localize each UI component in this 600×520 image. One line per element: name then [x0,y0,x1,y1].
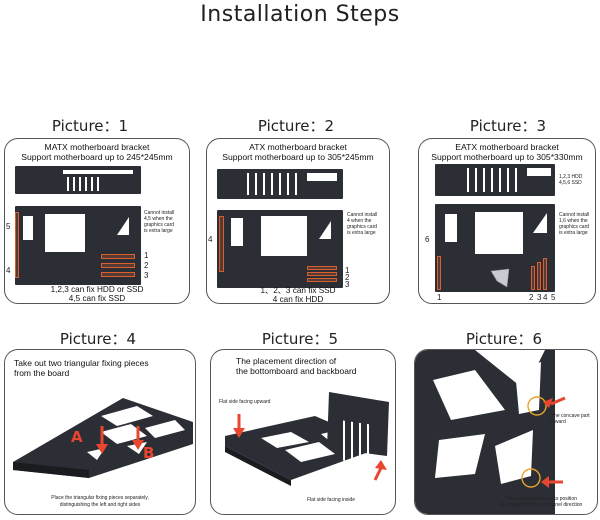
picture-3-number-5: 5 [551,293,556,302]
picture-2-caption-1: 1、2、3 can fix SSD [260,286,336,295]
picture-1-line-2: Support motherboard up to 245*245mm [21,152,173,162]
picture-6-label-2: inward [551,419,566,425]
triangle-cutout [117,217,129,235]
picture-3-note-4: is extra large [559,230,588,236]
picture-3-note-3: graphics card [559,224,590,230]
picture-4-caption-2: distinguishing the left and right sides [59,502,141,508]
picture-3-number-4: 4 [543,293,548,302]
picture-1-number-3: 3 [144,271,149,280]
board-illustration [225,392,389,486]
picture-3-line-1: EATX motherboard bracket [455,142,559,152]
picture-6-label-1: The concave part [551,413,590,419]
picture-1-line-1: MATX motherboard bracket [44,142,150,152]
motherboard-plate [15,206,141,285]
triangle-cutout [533,213,547,233]
picture-1-note-1: Cannot install [144,210,175,216]
picture-5-title: Picture：5 [261,330,339,348]
picture-3-line-2: Support motherboard up to 305*330mm [431,152,583,162]
picture-6-title: Picture：6 [465,330,543,348]
back-plate [217,169,343,199]
picture-2-note-1: Cannot install [347,212,378,218]
frame-illustration [415,350,566,514]
picture-1-note-4: is extra large [144,228,173,234]
picture-3-number-6: 6 [425,235,430,244]
back-plate [15,166,141,194]
picture-1-note-3: graphics card [144,222,175,228]
triangle-cutout [319,221,331,239]
page-title: Installation Steps [200,2,400,27]
picture-1-title: Picture：1 [51,117,129,135]
back-plate [435,164,555,196]
picture-5-line-2: the bottomboard and backboard [236,366,357,376]
picture-3-number-2: 2 [529,293,534,302]
picture-3-number-3: 3 [537,293,542,302]
motherboard-plate [217,210,343,288]
picture-3-title: Picture：3 [469,117,547,135]
picture-1-note-2: 4,5 when the [144,216,173,222]
picture-5-card: The placement direction of the bottomboa… [210,349,396,515]
picture-3-number-1: 1 [437,293,442,302]
picture-5-label-top: Flat side facing upward [219,399,271,405]
picture-2-card: ATX motherboard bracket Support motherbo… [206,138,390,304]
picture-2-number-2: 2 [345,273,350,282]
letter-a-label: A [71,428,83,446]
picture-1-card: MATX motherboard bracket Support motherb… [4,138,190,304]
picture-2-number-3: 3 [345,280,350,289]
picture-1-number-1: 1 [144,251,149,260]
picture-5-line-1: The placement direction of [236,356,337,366]
picture-4-line-2: from the board [14,368,70,378]
picture-3-note-2: 1,6 when the [559,218,588,224]
picture-2-line-2: Support motherboard up to 305*245mm [222,152,374,162]
picture-4-caption-1: Place the triangular fixing pieces separ… [51,495,149,501]
picture-6-caption-2: are located in the rear panel direction [499,502,583,508]
picture-2-title: Picture：2 [257,117,335,135]
picture-5-label-bottom: Flat side facing inside [307,497,356,503]
picture-2-note-3: graphics card [347,224,378,230]
picture-6-caption-1: Two compression packs position [505,496,577,502]
picture-1-caption-2: 4,5 can fix SSD [68,294,126,303]
picture-3-card: EATX motherboard bracket Support motherb… [418,138,596,304]
picture-1-number-5: 5 [6,222,11,231]
picture-2-note-2: 4 when the [347,218,372,224]
fixing-piece [490,268,510,288]
picture-2-number-1: 1 [345,266,350,275]
picture-2-caption-2: 4 can fix HDD [272,295,324,304]
picture-4-card: Take out two triangular fixing pieces fr… [4,349,196,515]
picture-1-number-2: 2 [144,261,149,270]
picture-4-title: Picture：4 [59,330,137,348]
picture-1-caption-1: 1,2,3 can fix HDD or SSD [50,285,144,294]
board-illustration [13,398,193,478]
picture-4-line-1: Take out two triangular fixing pieces [14,358,149,368]
picture-1-number-4: 4 [6,266,11,275]
picture-2-note-4: is extra large [347,230,376,236]
picture-3-side-1: 1,2,3 HDD [559,174,583,180]
picture-2-line-1: ATX motherboard bracket [249,142,347,152]
picture-3-side-2: 4,5,6 SSD [559,180,582,186]
picture-2-number-4: 4 [208,235,213,244]
picture-6-card: The concave part inward Two compression … [414,349,598,515]
letter-b-label: B [143,444,155,462]
picture-3-note-1: Cannot install [559,212,590,218]
